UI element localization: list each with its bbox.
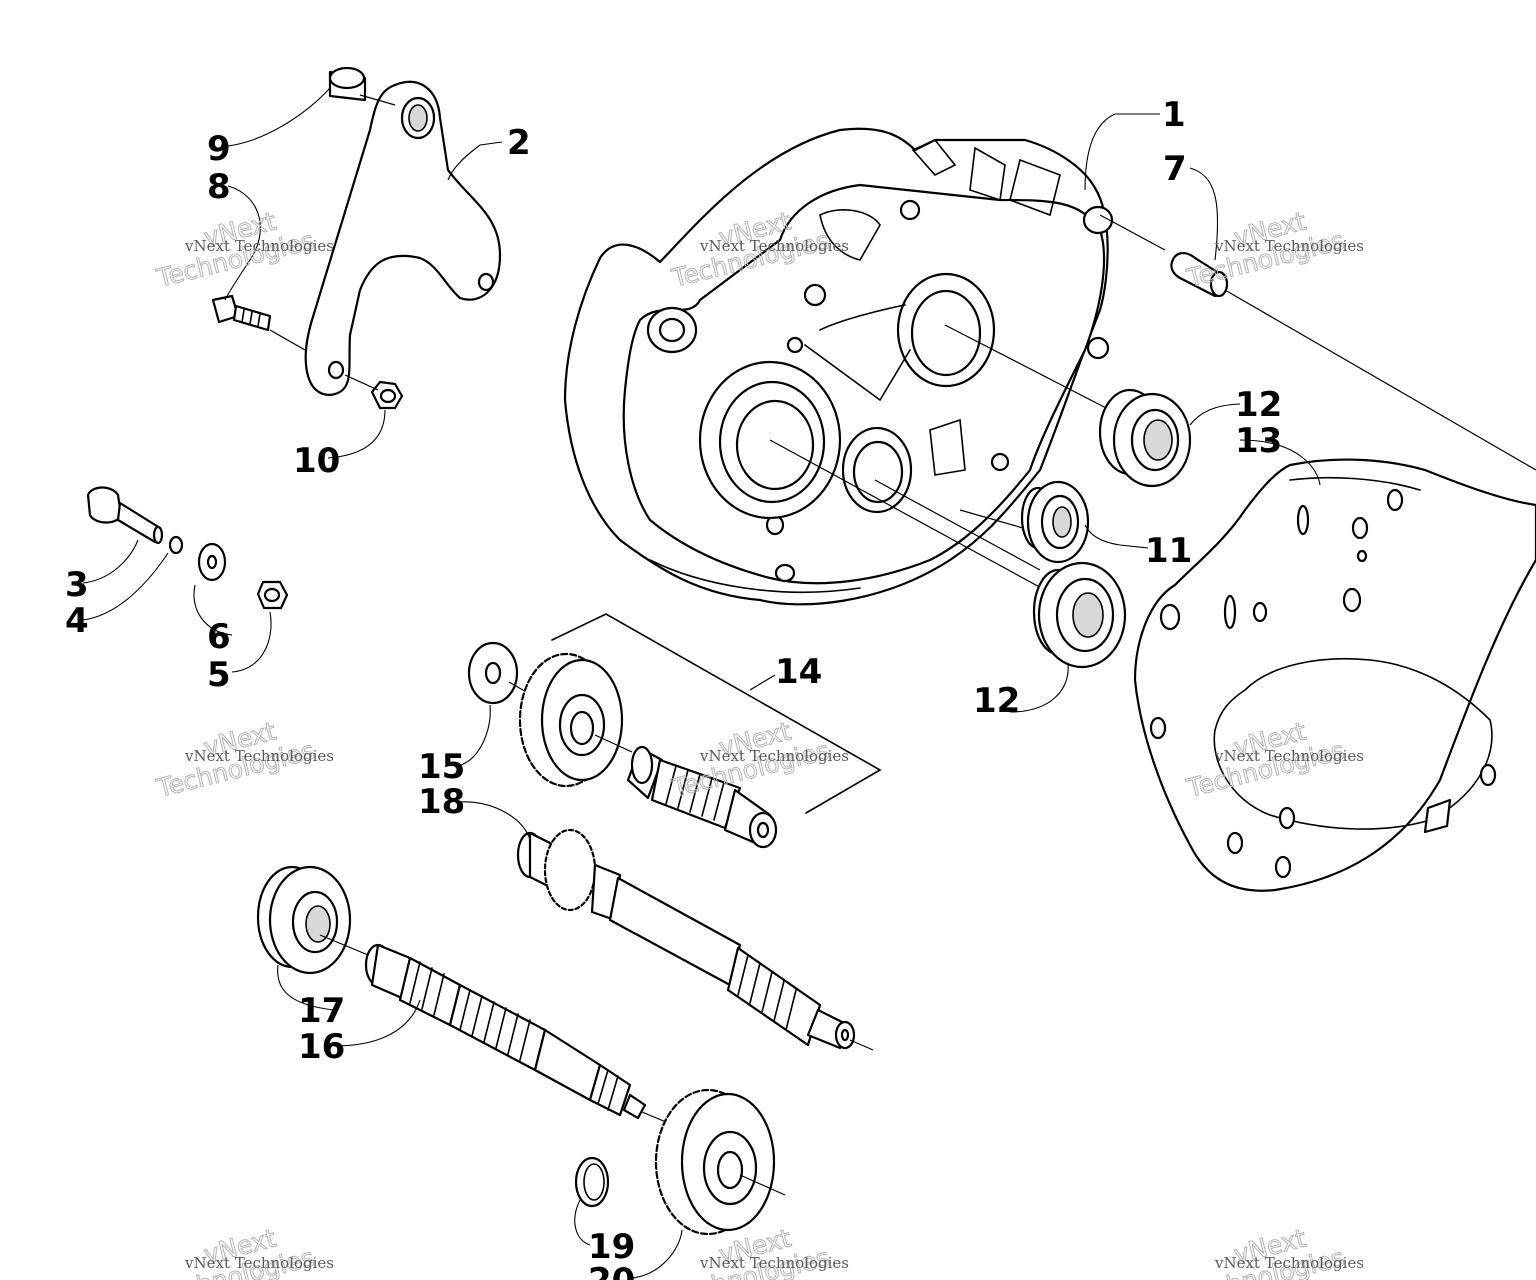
- callout-18: 18: [418, 782, 465, 822]
- svg-text:vNext Technologies: vNext Technologies: [699, 237, 849, 255]
- part-4-o-ring: [168, 535, 184, 555]
- part-19-snap-ring: [574, 1156, 610, 1208]
- part-5-nut: [256, 580, 289, 610]
- part-12-bearing-upper: [1098, 388, 1192, 488]
- callout-9: 9: [207, 129, 231, 169]
- callout-1: 1: [1162, 95, 1186, 135]
- callout-19: 19: [588, 1227, 635, 1267]
- part-15-washer: [467, 641, 529, 705]
- svg-text:vNext Technologies: vNext Technologies: [699, 747, 849, 765]
- watermark-top-left: vNext Technologies vNext Technologies: [153, 206, 334, 294]
- watermark-bottom-right: vNext Technologies vNext Technologies: [1183, 1223, 1364, 1280]
- part-18-countershaft: [516, 828, 874, 1051]
- part-11-bearing: [1020, 480, 1090, 564]
- part-3-shoulder-bolt: [86, 486, 164, 545]
- callout-5: 5: [207, 655, 231, 695]
- callout-20: 20: [588, 1261, 635, 1280]
- part-17-bearing: [256, 865, 369, 975]
- callout-16: 16: [298, 1027, 345, 1067]
- callout-numbers: 1 2 3 4 5 6 7 8 9 10 11 12 12 13 14 15 1…: [65, 95, 1282, 1280]
- watermark-top-right: vNext Technologies vNext Technologies: [1183, 206, 1364, 294]
- part-8-bolt: [211, 294, 306, 351]
- callout-12-lower: 12: [973, 681, 1020, 721]
- callout-7: 7: [1163, 149, 1187, 189]
- svg-text:vNext Technologies: vNext Technologies: [1214, 237, 1364, 255]
- svg-text:vNext Technologies: vNext Technologies: [1214, 1254, 1364, 1272]
- part-13-gasket: [1133, 458, 1536, 892]
- part-6-washer: [197, 542, 227, 582]
- callout-3: 3: [65, 565, 89, 605]
- watermark-bottom-left: vNext Technologies vNext Technologies: [153, 1223, 334, 1280]
- part-2-shift-arm: [304, 80, 502, 397]
- callout-6: 6: [207, 617, 231, 657]
- part-7-dowel-pin: [1170, 252, 1536, 471]
- part-14-gear-group-bracket: [551, 613, 882, 814]
- svg-text:vNext Technologies: vNext Technologies: [699, 1254, 849, 1272]
- callout-13: 13: [1235, 421, 1282, 461]
- callout-2: 2: [507, 123, 531, 163]
- callout-8: 8: [207, 167, 231, 207]
- svg-text:vNext Technologies: vNext Technologies: [184, 1254, 334, 1272]
- part-10-nut: [344, 374, 404, 410]
- watermark-mid-left: vNext Technologies vNext Technologies: [153, 716, 334, 804]
- callout-4: 4: [65, 601, 89, 641]
- part-12-bearing-lower: [1032, 561, 1127, 669]
- callout-12-upper: 12: [1235, 385, 1282, 425]
- part-20-drive-gear: [654, 1088, 786, 1236]
- part-1-gear-case: [563, 127, 1166, 606]
- part-16-main-shaft: [364, 943, 691, 1133]
- callout-17: 17: [298, 991, 345, 1031]
- svg-text:vNext Technologies: vNext Technologies: [184, 237, 334, 255]
- watermark-mid-center: vNext Technologies vNext Technologies: [668, 716, 849, 804]
- part-14-driven-gear: [518, 652, 633, 788]
- callout-10: 10: [293, 441, 340, 481]
- callout-11: 11: [1145, 531, 1192, 571]
- leader-lines: [82, 87, 1321, 1279]
- callout-15: 15: [418, 747, 465, 787]
- callout-14: 14: [775, 652, 822, 692]
- part-14-splined-shaft: [626, 745, 778, 849]
- svg-text:vNext Technologies: vNext Technologies: [1214, 747, 1364, 765]
- svg-text:vNext Technologies: vNext Technologies: [184, 747, 334, 765]
